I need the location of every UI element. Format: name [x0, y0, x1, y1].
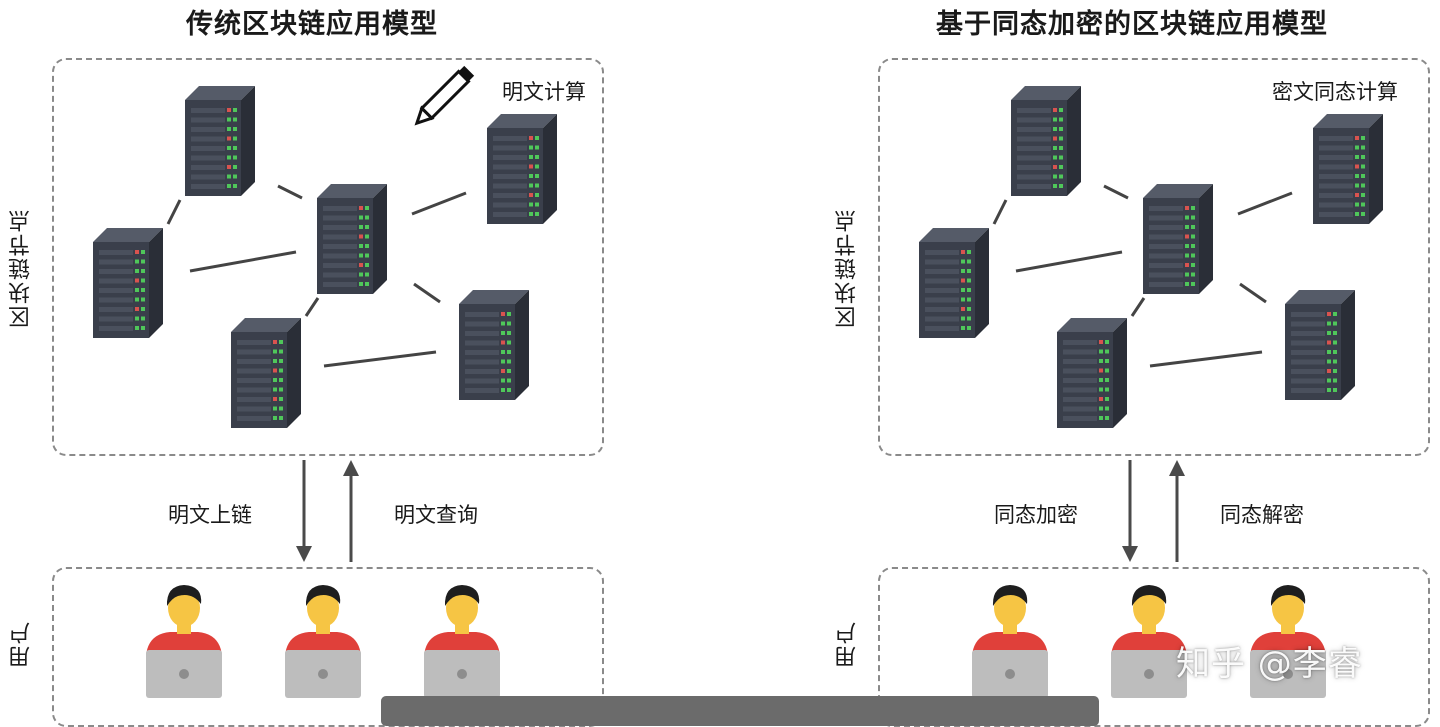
up-arrow-icon	[343, 460, 359, 562]
left-diagram-panel: 传统区块链应用模型 区块链节点 明文计算 用户 明文上链 明文查询	[0, 0, 720, 727]
right-node-box	[878, 58, 1430, 456]
server-node-icon	[317, 184, 387, 294]
left-arrow-down-label: 明文上链	[168, 503, 252, 527]
server-node-icon	[1057, 318, 1127, 428]
user-laptop-icon	[146, 585, 222, 698]
right-network-graphic	[919, 86, 1383, 698]
user-laptop-icon	[1250, 585, 1326, 698]
right-arrow-down-label: 同态加密	[994, 503, 1078, 527]
connection-line	[413, 282, 441, 304]
server-node-icon	[459, 290, 529, 400]
down-arrow-icon	[1122, 460, 1138, 562]
connection-line	[323, 350, 437, 368]
left-calc-label: 明文计算	[502, 80, 586, 104]
connection-line	[1015, 250, 1123, 273]
connection-line	[1237, 191, 1293, 216]
connection-line	[1103, 184, 1129, 200]
left-arrow-up-label: 明文查询	[394, 503, 478, 527]
connection-line	[166, 199, 182, 225]
server-node-icon	[93, 228, 163, 338]
server-node-icon	[1143, 184, 1213, 294]
right-arrow-up-label: 同态解密	[1220, 503, 1304, 527]
user-laptop-icon	[285, 585, 361, 698]
connection-line	[992, 199, 1008, 225]
connection-line	[1130, 297, 1146, 317]
user-laptop-icon	[972, 585, 1048, 698]
pencil-icon	[414, 65, 475, 126]
connection-line	[1149, 350, 1263, 368]
connection-line	[1239, 282, 1267, 304]
watermark: 知乎 @李睿	[1176, 644, 1363, 684]
left-node-box	[52, 58, 604, 456]
user-laptop-icon	[424, 585, 500, 698]
connection-line	[411, 191, 467, 216]
server-node-icon	[919, 228, 989, 338]
server-node-icon	[487, 114, 557, 224]
server-node-icon	[1285, 290, 1355, 400]
server-node-icon	[1011, 86, 1081, 196]
connection-line	[189, 250, 297, 273]
right-title: 基于同态加密的区块链应用模型	[936, 9, 1328, 40]
bottom-overlay-bar	[381, 696, 1099, 726]
server-node-icon	[231, 318, 301, 428]
server-node-icon	[1313, 114, 1383, 224]
right-calc-label: 密文同态计算	[1272, 80, 1398, 104]
right-diagram-panel: 基于同态加密的区块链应用模型 区块链节点 密文同态计算 用户 同态加密 同态解密	[826, 0, 1440, 727]
left-title: 传统区块链应用模型	[186, 9, 438, 40]
server-node-icon	[185, 86, 255, 196]
user-laptop-icon	[1111, 585, 1187, 698]
connection-line	[277, 184, 303, 200]
connection-line	[304, 297, 320, 317]
up-arrow-icon	[1169, 460, 1185, 562]
left-network-graphic	[93, 65, 557, 698]
down-arrow-icon	[296, 460, 312, 562]
